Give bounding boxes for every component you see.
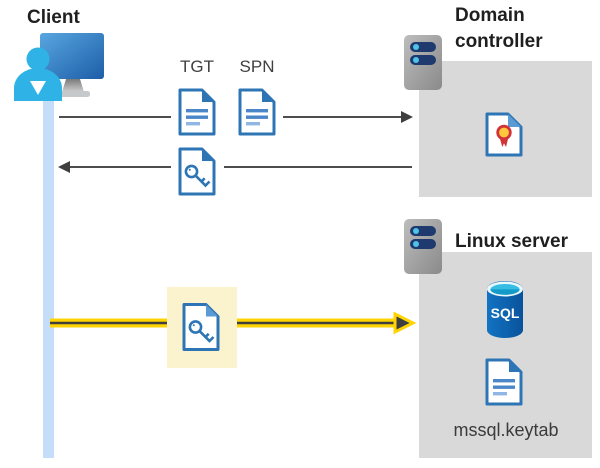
tgt-document-icon xyxy=(178,88,216,136)
key-glyph xyxy=(184,164,211,188)
key-glyph xyxy=(188,320,215,343)
keytab-filename-label: mssql.keytab xyxy=(453,420,559,440)
sql-badge-text: SQL xyxy=(491,305,520,321)
monitor-icon xyxy=(40,33,104,79)
person-icon xyxy=(14,47,62,101)
linux-server-title: Linux server xyxy=(455,231,568,252)
keytab-document-icon xyxy=(485,358,523,406)
linux-server-icon xyxy=(404,219,442,274)
spn-label: SPN xyxy=(239,57,275,76)
sql-database-icon: SQL xyxy=(487,281,523,338)
ticket-key-document-icon xyxy=(178,147,216,196)
monitor-stand-icon xyxy=(62,79,84,92)
monitor-base-icon xyxy=(58,91,90,97)
domain-controller-server-icon xyxy=(404,35,442,90)
client-title: Client xyxy=(27,7,80,28)
client-lifeline xyxy=(43,88,54,458)
spn-document-icon xyxy=(238,88,276,136)
certificate-icon xyxy=(485,112,523,157)
service-ticket-key-document-icon xyxy=(182,303,220,351)
domain-controller-title: Domain controller xyxy=(455,5,543,52)
client-computer-icon xyxy=(14,33,104,101)
certificate-seal xyxy=(496,124,512,141)
tgt-label: TGT xyxy=(180,57,214,76)
